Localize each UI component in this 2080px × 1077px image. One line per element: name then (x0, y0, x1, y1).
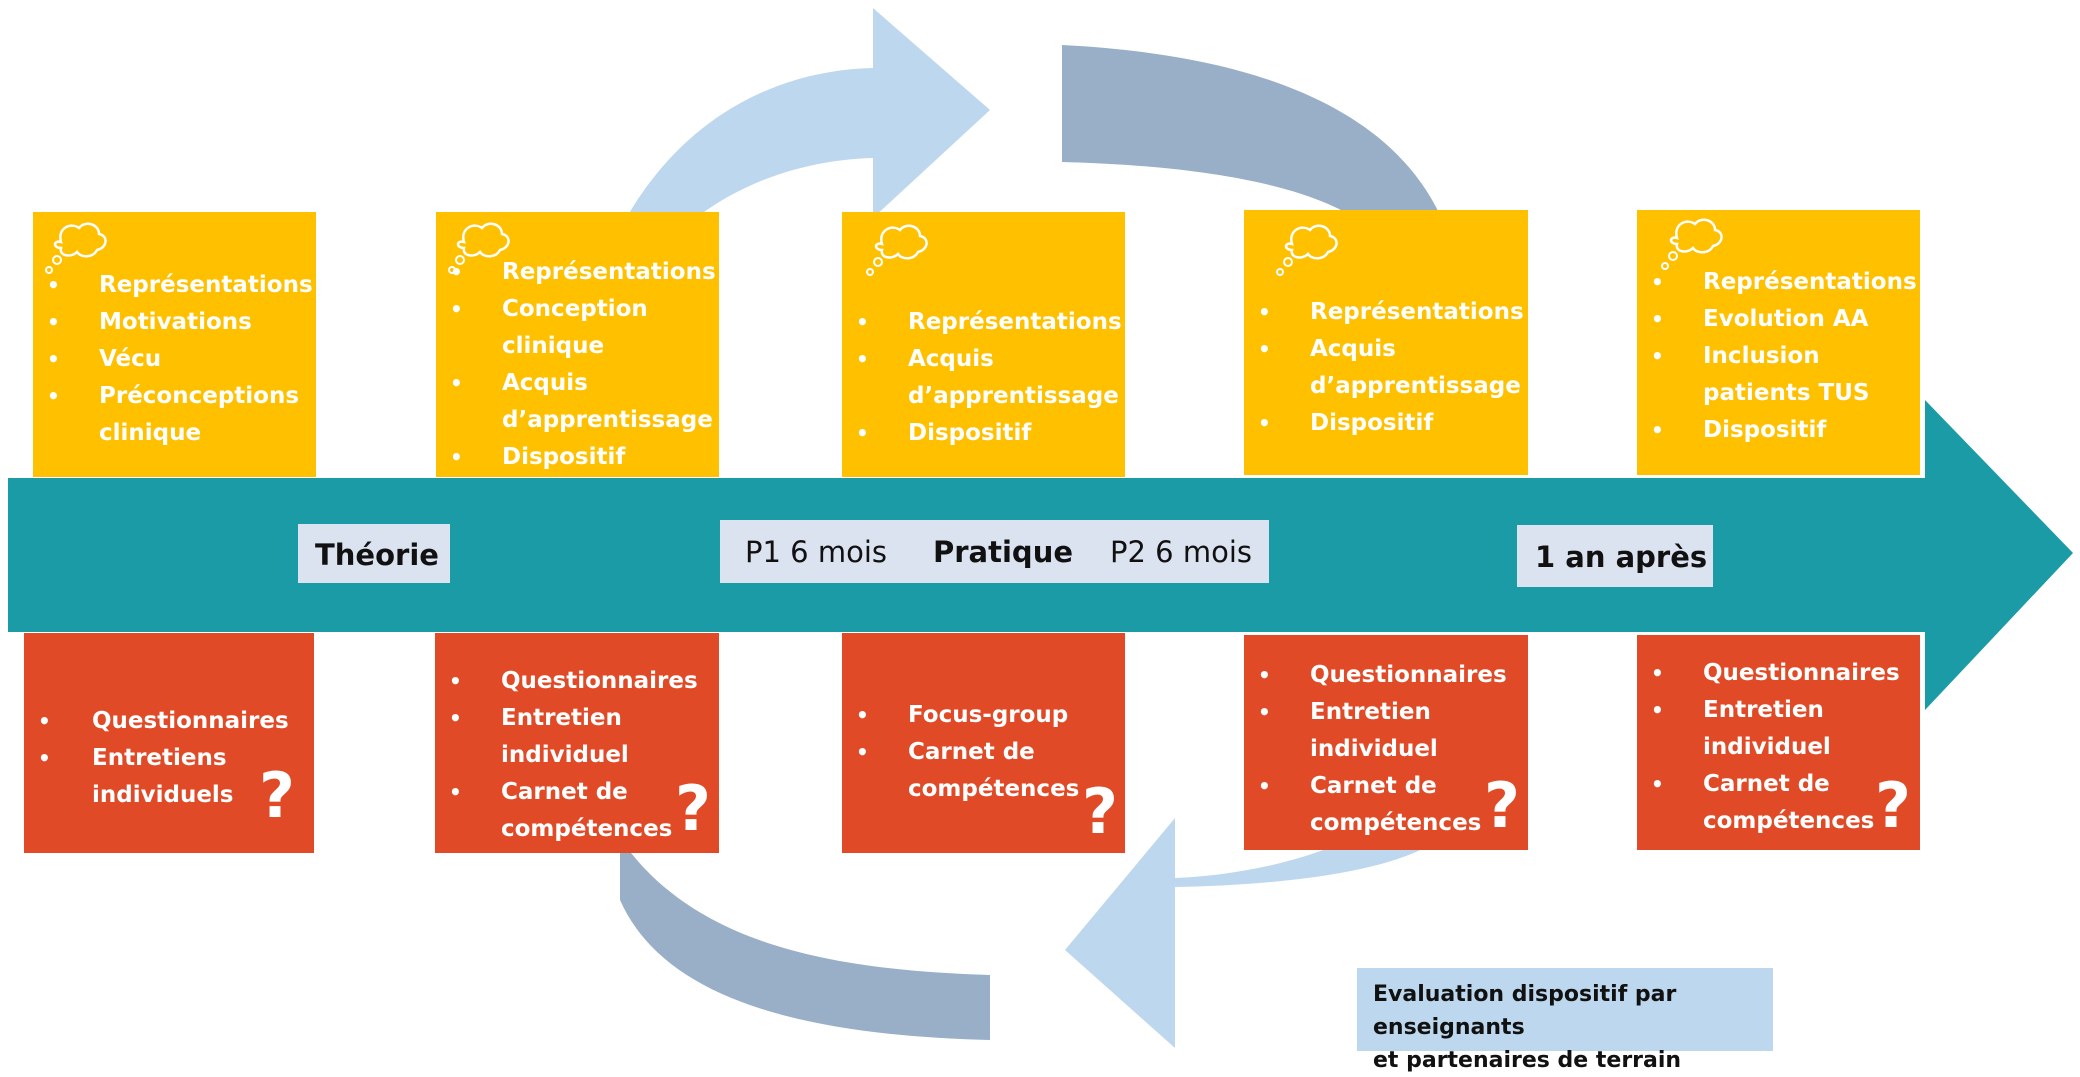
top-box-theorie: Représentations Motivations Vécu Préconc… (33, 212, 316, 477)
top-box-item: Conception (436, 291, 719, 328)
cycle-arrow-bottom-left (620, 838, 990, 1040)
top-box-item: d’apprentissage (908, 383, 1119, 409)
bottom-box-item: Entretien (1637, 692, 1920, 729)
bottom-box-item: Entretien (1244, 694, 1528, 731)
top-box-item: Préconceptions (33, 378, 316, 415)
question-mark-icon: ? (1484, 769, 1520, 842)
label-theorie: Théorie (298, 524, 450, 583)
top-box-item: Dispositif (842, 415, 1125, 452)
thought-bubble-icon (1276, 224, 1338, 276)
bottom-box-item: Carnet de (842, 734, 1125, 771)
top-box-item: Vécu (33, 341, 316, 378)
bottom-box-un-an: Questionnaires Entretien individuel Carn… (1637, 635, 1920, 850)
bottom-box-item: Carnet de (1637, 766, 1920, 803)
evaluation-note: Evaluation dispositif par enseignants et… (1357, 968, 1773, 1073)
bottom-box-item: Entretien (435, 700, 719, 737)
bottom-box-item: Questionnaires (24, 703, 314, 740)
label-pratique-group: P1 6 mois Pratique P2 6 mois (720, 520, 1269, 583)
top-box-item: Evolution AA (1637, 301, 1920, 338)
bottom-box-item: individuels (92, 782, 234, 808)
bottom-box-item: Questionnaires (1244, 657, 1528, 694)
top-box-item: Acquis (1244, 331, 1528, 368)
top-box-item: Dispositif (1637, 412, 1920, 449)
evaluation-note-line1: Evaluation dispositif par enseignants (1373, 982, 1677, 1040)
top-box-item: patients TUS (1703, 380, 1870, 406)
label-pratique: Pratique (933, 535, 1074, 569)
bottom-box-item: individuel (501, 742, 629, 768)
cycle-arrow-top-left (628, 8, 990, 218)
top-box-un-an: Représentations Evolution AA Inclusion p… (1637, 210, 1920, 475)
bottom-box-item: compétences (908, 776, 1080, 802)
top-box-item: Représentations (1637, 264, 1920, 301)
label-un-an: 1 an après (1517, 525, 1713, 587)
top-box-item: Représentations (1244, 294, 1528, 331)
bottom-box-item: Carnet de (435, 774, 719, 811)
label-un-an-text: 1 an après (1535, 540, 1708, 574)
bottom-box-p1: Questionnaires Entretien individuel Carn… (435, 633, 719, 853)
question-mark-icon: ? (1875, 769, 1911, 842)
bottom-box-item: Focus-group (842, 697, 1125, 734)
top-box-item: d’apprentissage (1310, 373, 1521, 399)
label-p1: P1 6 mois (745, 535, 887, 569)
cycle-arrow-top-right (1062, 45, 1440, 215)
bottom-box-item: compétences (1310, 810, 1482, 836)
bottom-box-item: Questionnaires (1637, 655, 1920, 692)
label-theorie-text: Théorie (315, 538, 439, 572)
question-mark-icon: ? (259, 759, 295, 832)
top-box-item: Acquis (436, 365, 719, 402)
bottom-box-item: compétences (1703, 808, 1875, 834)
bottom-box-pratique: Focus-group Carnet de compétences ? (842, 633, 1125, 853)
thought-bubble-icon (866, 224, 928, 276)
top-box-p2: Représentations Acquis d’apprentissage D… (1244, 210, 1528, 475)
bottom-box-item: individuel (1703, 734, 1831, 760)
bottom-box-item: compétences (501, 816, 673, 842)
top-box-item: Inclusion (1637, 338, 1920, 375)
bottom-box-item: Entretiens (24, 740, 314, 777)
top-box-item: Dispositif (1244, 405, 1528, 442)
top-box-pratique: Représentations Acquis d’apprentissage D… (842, 212, 1125, 477)
bottom-box-item: Questionnaires (435, 663, 719, 700)
question-mark-icon: ? (1082, 775, 1118, 848)
top-box-item: Dispositif (436, 439, 719, 476)
top-box-p1: Représentations Conception clinique Acqu… (436, 212, 719, 477)
label-p2: P2 6 mois (1110, 535, 1252, 569)
top-box-item: d’apprentissage (502, 407, 713, 433)
bottom-box-theorie: Questionnaires Entretiens individuels ? (24, 633, 314, 853)
bottom-box-item: individuel (1310, 736, 1438, 762)
bottom-box-p2: Questionnaires Entretien individuel Carn… (1244, 635, 1528, 850)
top-box-item: Acquis (842, 341, 1125, 378)
top-box-item: Représentations (436, 254, 719, 291)
top-box-item: clinique (99, 420, 202, 446)
cycle-arrow-bottom-right (1065, 818, 1440, 1048)
top-box-item: Représentations (33, 267, 316, 304)
evaluation-note-line2: et partenaires de terrain (1373, 1048, 1682, 1073)
top-box-item: clinique (502, 333, 605, 359)
question-mark-icon: ? (675, 772, 711, 845)
top-box-item: Motivations (33, 304, 316, 341)
bottom-box-item: Carnet de (1244, 768, 1528, 805)
top-box-item: Représentations (842, 304, 1125, 341)
